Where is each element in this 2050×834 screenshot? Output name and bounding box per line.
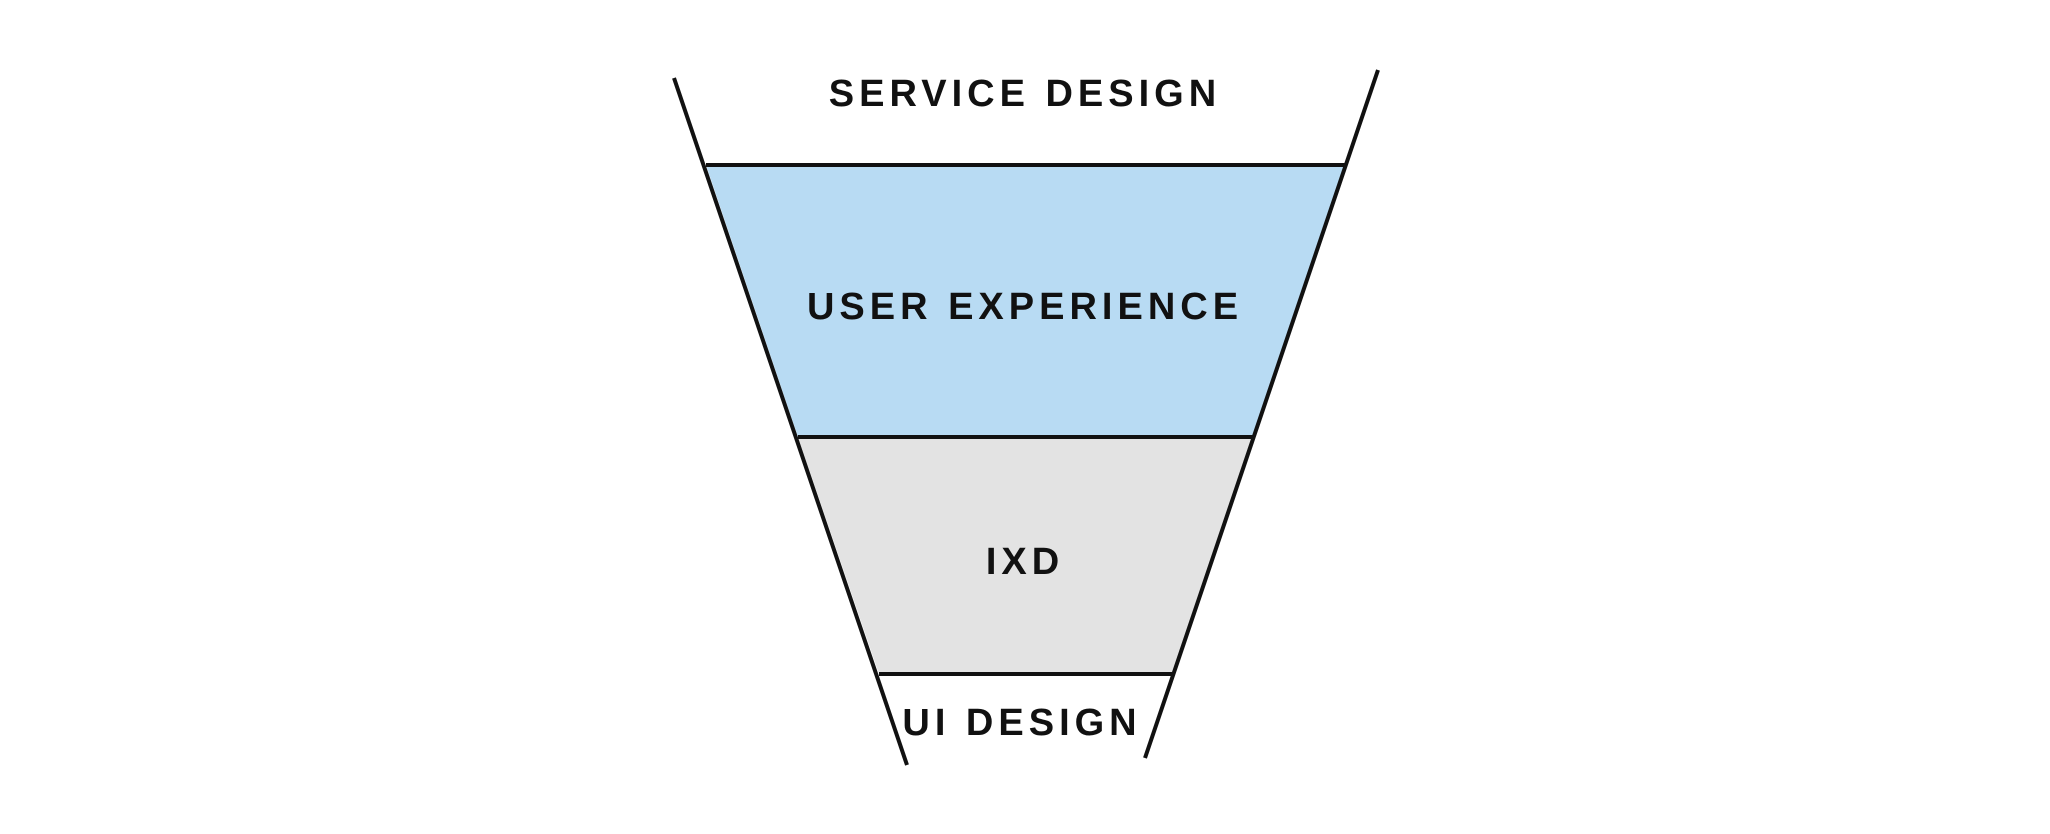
label-user-experience: USER EXPERIENCE — [807, 286, 1243, 328]
funnel-left-edge — [672, 77, 909, 766]
funnel-right-edge — [1143, 69, 1380, 759]
label-ixd: IXD — [986, 541, 1064, 583]
user-experience-band — [706, 165, 1346, 437]
label-ui-design: UI DESIGN — [902, 702, 1141, 744]
label-service-design: SERVICE DESIGN — [829, 73, 1221, 115]
ixd-band — [798, 437, 1254, 674]
